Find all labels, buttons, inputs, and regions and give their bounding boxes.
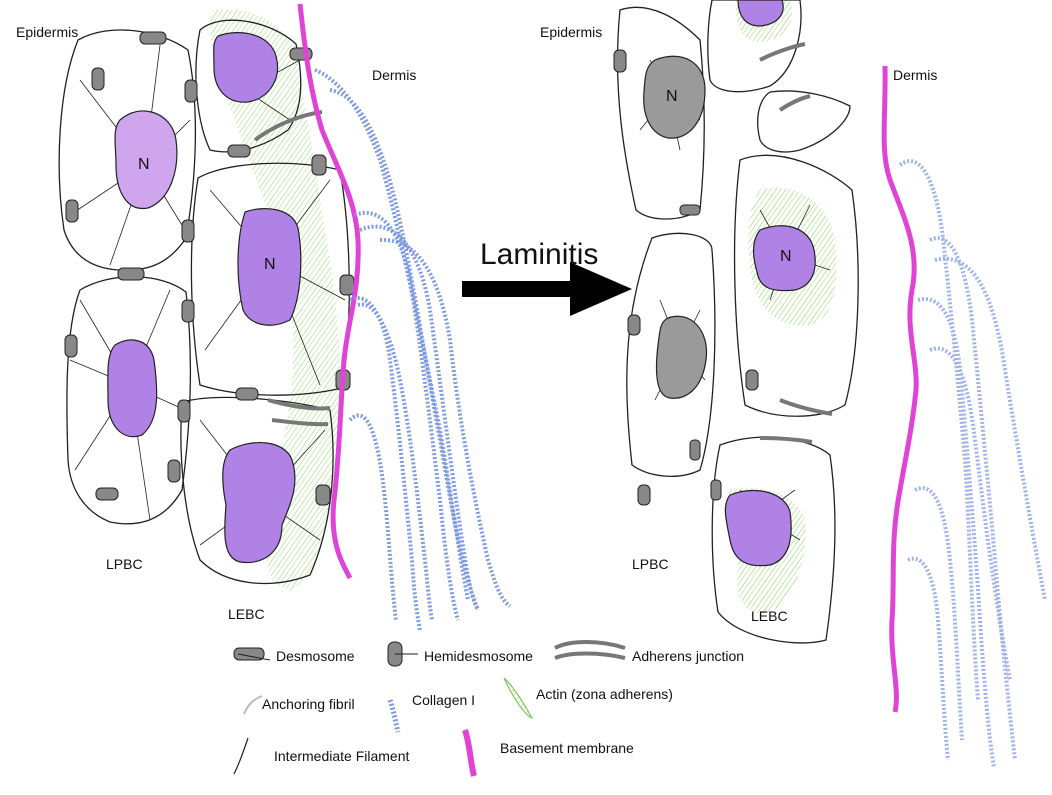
left-panel	[58, 3, 512, 631]
legend-adherens-junction-label: Adherens junction	[632, 648, 745, 664]
hemidesmosome-legend-icon	[387, 641, 418, 667]
collagen-legend-icon	[387, 699, 401, 733]
basement-membrane-legend-icon	[462, 729, 477, 777]
left-dermis-label: Dermis	[372, 67, 417, 83]
nucleus-lebc-bottom	[222, 442, 296, 564]
collagen-right	[898, 159, 1047, 769]
r-nucleus-bottom	[724, 489, 792, 567]
legend-basement-membrane-label: Basement membrane	[500, 740, 634, 756]
left-lebc-label: LEBC	[228, 606, 265, 622]
collagen-left	[314, 68, 512, 631]
legend-intermediate-filament-label: Intermediate Filament	[274, 748, 410, 764]
legend-actin-label: Actin (zona adherens)	[536, 686, 673, 702]
legend-hemidesmosome-label: Hemidesmosome	[424, 648, 533, 664]
legend-icons	[233, 640, 626, 777]
r-lpbc-bottom	[626, 232, 716, 477]
anchoring-fibril-legend-icon	[243, 695, 263, 715]
r-lebc-top	[707, 0, 802, 93]
r-lebc-mid	[733, 154, 859, 417]
right-dermis-label: Dermis	[893, 67, 938, 83]
lebc-cell-bottom	[180, 396, 334, 584]
lpbc-cell-bottom	[66, 276, 192, 525]
desmosomes-right	[613, 49, 759, 506]
lpbc-cell-top	[58, 29, 197, 271]
legend-collagen-label: Collagen I	[412, 692, 476, 708]
r-lebc-bottom	[711, 436, 836, 644]
actin-legend-icon	[503, 677, 534, 719]
adherens-junction-legend-icon	[554, 640, 626, 660]
desmosome-legend-icon	[233, 647, 271, 661]
adherens-junctions-right	[759, 42, 833, 444]
laminitis-arrow	[462, 262, 632, 316]
nucleus-lebc-mid	[237, 207, 302, 326]
intermediate-filament-legend-icon	[233, 737, 249, 775]
basement-membrane-right	[881, 65, 919, 713]
r-lebc-mid-upper	[757, 90, 851, 153]
left-nucleus-label-2: N	[264, 256, 276, 273]
nucleus-lebc-top	[213, 32, 279, 103]
legend-desmosome-label: Desmosome	[276, 648, 355, 664]
right-lpbc-label: LPBC	[632, 556, 669, 572]
right-epidermis-label: Epidermis	[540, 24, 603, 40]
right-nucleus-label-2: N	[780, 248, 792, 265]
r-nucleus-mid	[753, 225, 816, 292]
right-panel	[613, 0, 1047, 769]
right-nucleus-label-1: N	[666, 88, 678, 105]
r-nucleus-damaged-bottom	[655, 315, 708, 399]
r-nucleus-top	[737, 0, 784, 27]
arrow-label: Laminitis	[480, 238, 599, 271]
right-lebc-label: LEBC	[751, 608, 788, 624]
lebc-cell-top	[195, 19, 302, 153]
desmosomes-left	[64, 31, 313, 501]
left-epidermis-label: Epidermis	[16, 24, 79, 40]
r-nucleus-damaged-top	[643, 55, 706, 139]
left-lpbc-label: LPBC	[106, 556, 143, 572]
left-nucleus-label-1: N	[138, 156, 150, 173]
legend-anchoring-fibril-label: Anchoring fibril	[262, 696, 355, 712]
nucleus-lpbc-bottom	[107, 339, 158, 438]
actin-region-left	[210, 9, 341, 591]
nucleus-lpbc-top	[114, 110, 178, 210]
